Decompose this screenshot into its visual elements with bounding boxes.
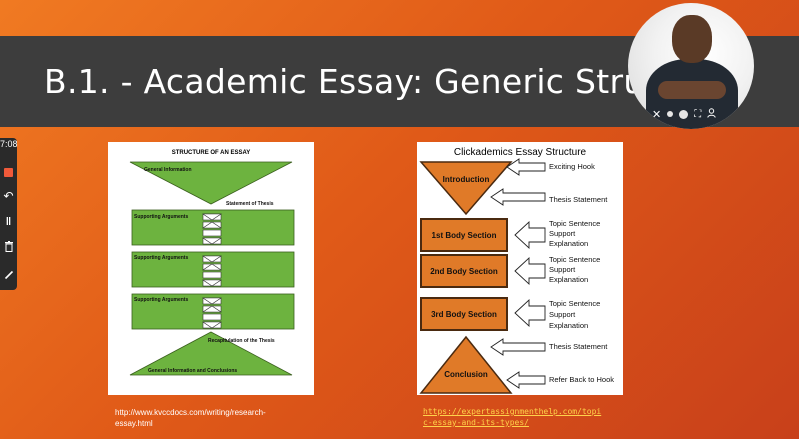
presenter-head [672, 15, 712, 63]
source-link-kvccdocs[interactable]: http://www.kvccdocs.com/writing/research… [115, 407, 266, 429]
link-line[interactable]: https://expertassignmenthelp.com/topi [423, 407, 602, 416]
draw-button[interactable] [0, 266, 17, 286]
recapitulation-label: Recapitulation of the Thesis [208, 338, 275, 344]
pen-icon [4, 269, 14, 283]
general-information-label: General Information [144, 167, 192, 173]
diagram-title: STRUCTURE OF AN ESSAY [171, 150, 251, 156]
presenter-hands [658, 81, 726, 99]
conclusion-label: Conclusion [444, 370, 488, 379]
source-link-expertassignmenthelp[interactable]: https://expertassignmenthelp.com/topi c-… [423, 406, 601, 428]
clickademics-shapes [419, 158, 546, 394]
link-line[interactable]: c-essay-and-its-types/ [423, 418, 529, 427]
topic-sentence-label: Topic Sentence [549, 219, 601, 228]
body-section-label: 2nd Body Section [430, 266, 498, 276]
body-section-label: 3rd Body Section [431, 309, 497, 319]
body-section-box: 1st Body Section [420, 218, 508, 252]
supporting-arguments-label: Supporting Arguments [134, 297, 189, 303]
link-line[interactable]: essay.html [115, 419, 153, 428]
stop-record-button[interactable] [0, 162, 17, 182]
supporting-arguments-label: Supporting Arguments [134, 255, 189, 261]
close-icon[interactable]: ✕ [652, 108, 662, 121]
explanation-label: Explanation [549, 275, 589, 284]
supporting-arguments-label: Supporting Arguments [134, 214, 189, 220]
explanation-label: Explanation [549, 239, 589, 248]
support-label: Support [549, 310, 576, 319]
body-section-box: 3rd Body Section [420, 297, 508, 331]
slide-title: B.1. - Academic Essay: Generic Structure [44, 62, 732, 101]
body-section-label: 1st Body Section [431, 230, 497, 240]
support-label: Support [549, 229, 576, 238]
user-icon[interactable] [707, 107, 716, 121]
webcam-bubble[interactable] [628, 3, 754, 129]
delete-button[interactable] [0, 238, 17, 258]
body-section-box: 2nd Body Section [420, 254, 508, 288]
introduction-label: Introduction [442, 175, 490, 184]
explanation-label: Explanation [549, 321, 589, 330]
clickademics-diagram: Clickademics Essay Structure Introductio… [417, 142, 623, 395]
support-label: Support [549, 265, 576, 274]
thesis-statement-label: Thesis Statement [549, 195, 608, 204]
large-size-icon[interactable] [679, 109, 689, 119]
small-size-icon[interactable] [667, 111, 674, 117]
topic-sentence-label: Topic Sentence [549, 255, 601, 264]
undo-button[interactable]: ↶ [0, 186, 17, 206]
pause-icon: ‖ [5, 216, 12, 228]
stop-icon [4, 167, 13, 177]
diagram-title: Clickademics Essay Structure [453, 147, 587, 158]
fullscreen-icon[interactable]: ⛶ [694, 108, 702, 120]
statement-of-thesis-label: Statement of Thesis [226, 201, 274, 207]
topic-sentence-label: Topic Sentence [549, 299, 601, 308]
essay-structure-shapes [129, 161, 295, 376]
essay-structure-diagram: STRUCTURE OF AN ESSAY General Informatio… [108, 142, 314, 395]
exciting-hook-label: Exciting Hook [549, 162, 595, 171]
link-line[interactable]: http://www.kvccdocs.com/writing/research… [115, 408, 266, 417]
recording-timer: 7:08 [0, 139, 18, 149]
thesis-statement-label: Thesis Statement [549, 342, 608, 351]
pause-button[interactable]: ‖ [0, 212, 17, 232]
refer-back-label: Refer Back to Hook [549, 375, 615, 384]
trash-icon [4, 241, 14, 255]
undo-icon: ↶ [3, 189, 14, 203]
general-conclusions-label: General Information and Conclusions [148, 368, 238, 374]
webcam-controls: ✕ ⛶ [652, 106, 732, 122]
